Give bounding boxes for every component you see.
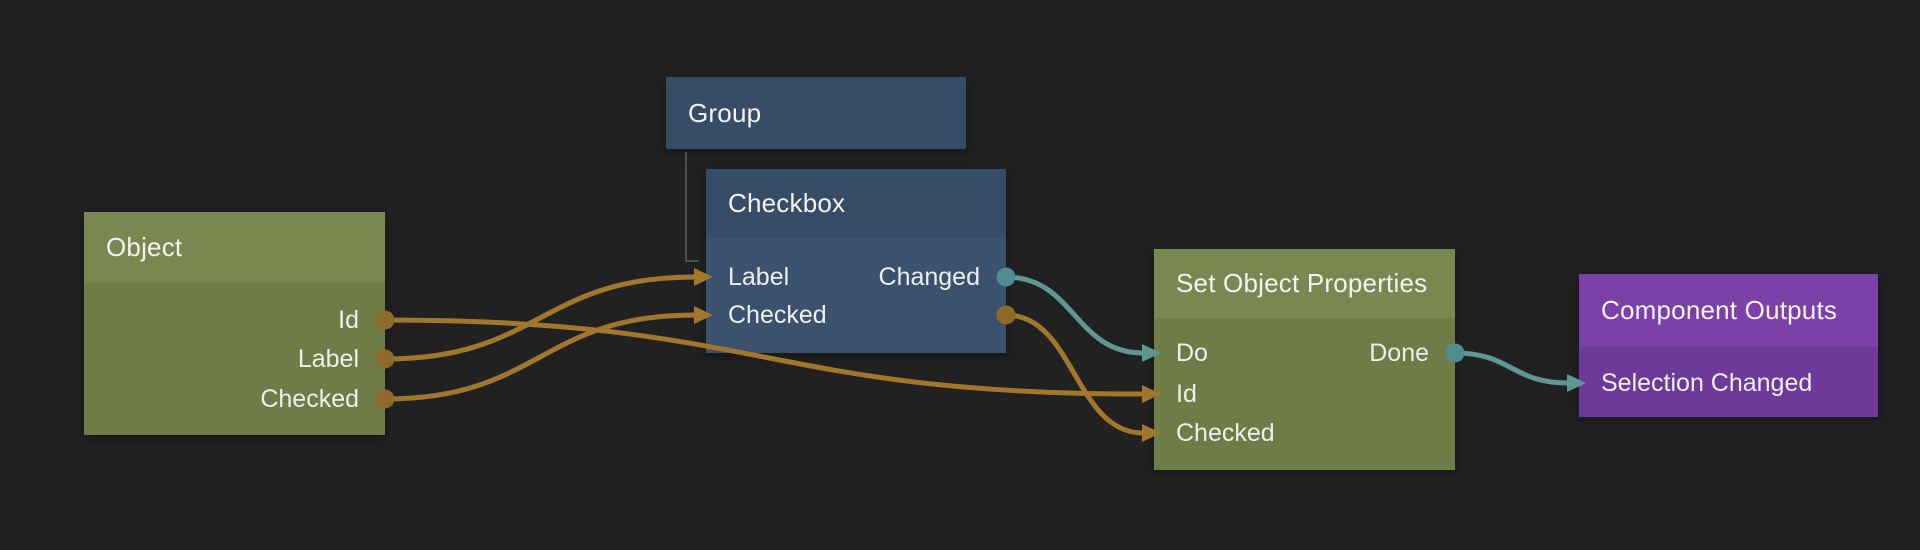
output-port-dot-icon[interactable] bbox=[1445, 343, 1465, 363]
node-title: Set Object Properties bbox=[1176, 268, 1428, 298]
output-port-dot-icon[interactable] bbox=[996, 267, 1016, 287]
node-header-group: Group bbox=[666, 77, 966, 149]
output-port-label-setprops-done: Done bbox=[1369, 339, 1429, 367]
input-port-label-setprops-do: Do bbox=[1176, 339, 1208, 367]
output-port-dot-icon[interactable] bbox=[375, 349, 395, 369]
node-group[interactable]: Group bbox=[666, 77, 966, 149]
output-port-dot-icon[interactable] bbox=[375, 389, 395, 409]
input-port-label-checkbox-checked: Checked bbox=[728, 301, 827, 329]
output-port-label-object-id: Id bbox=[338, 306, 359, 334]
input-port-label-setprops-checked: Checked bbox=[1176, 419, 1275, 447]
node-title: Checkbox bbox=[728, 188, 846, 218]
connection-checkbox-checked-to-setprops-checked[interactable] bbox=[1003, 312, 1146, 436]
input-port-label-compout-selection-changed: Selection Changed bbox=[1601, 369, 1813, 397]
node-title: Group bbox=[688, 97, 762, 128]
connection-setprops-done-to-compout-selection-changed[interactable] bbox=[1452, 350, 1571, 386]
input-port-label-checkbox-label: Label bbox=[728, 263, 790, 291]
node-header-object: Object bbox=[84, 212, 385, 283]
node-header-setprops: Set Object Properties bbox=[1154, 249, 1455, 318]
input-port-label-setprops-id: Id bbox=[1176, 380, 1197, 408]
output-port-dot-icon[interactable] bbox=[996, 305, 1016, 325]
connection-checkbox-changed-to-setprops-do[interactable] bbox=[1003, 274, 1146, 356]
node-title: Object bbox=[106, 232, 183, 262]
node-header-compout: Component Outputs bbox=[1579, 274, 1878, 347]
output-port-label-checkbox-changed: Changed bbox=[878, 263, 980, 291]
output-port-label-object-label: Label bbox=[297, 345, 359, 373]
connection-object-label-to-checkbox-label[interactable] bbox=[382, 274, 698, 362]
node-header-checkbox: Checkbox bbox=[706, 169, 1006, 238]
output-port-dot-icon[interactable] bbox=[375, 310, 395, 330]
connection-object-checked-to-checkbox-checked[interactable] bbox=[382, 312, 698, 402]
node-title: Component Outputs bbox=[1601, 295, 1838, 325]
output-port-label-object-checked: Checked bbox=[260, 385, 359, 413]
